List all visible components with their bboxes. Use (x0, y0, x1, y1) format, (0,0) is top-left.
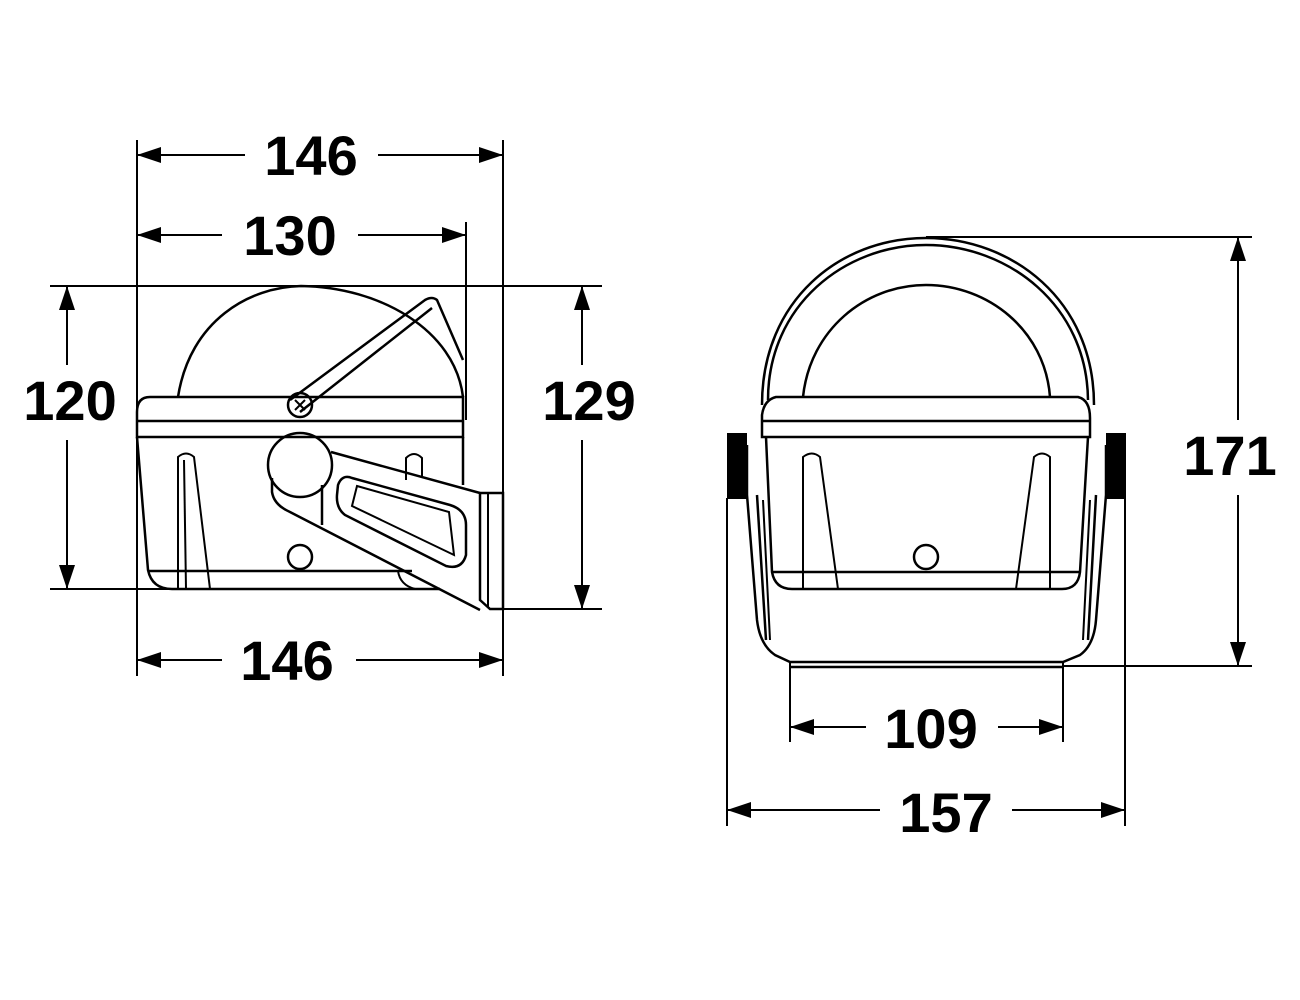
ball-joint (266, 431, 334, 499)
dimension-129: 129 (542, 286, 636, 609)
extension-lines (726, 236, 1252, 826)
dimension-label: 157 (899, 781, 992, 844)
dimension-146-bottom: 146 (137, 629, 503, 692)
dimension-171: 171 (1183, 237, 1277, 666)
dimension-label: 146 (240, 629, 333, 692)
screw-icon (286, 391, 314, 419)
dimension-label: 130 (243, 204, 336, 267)
dimension-120: 120 (23, 286, 117, 589)
dimension-label: 146 (264, 124, 357, 187)
dimension-label: 120 (23, 369, 116, 432)
dimension-109: 109 (790, 697, 1063, 760)
dimension-146-top: 146 (137, 124, 503, 187)
right-knob (1106, 433, 1126, 499)
front-view: 171 109 157 (726, 236, 1277, 844)
screw-hole (286, 543, 314, 571)
compass-side-body (135, 284, 505, 612)
dimension-130: 130 (137, 204, 466, 267)
dimension-label: 109 (884, 697, 977, 760)
screw-hole (912, 543, 940, 571)
compass-front-body (727, 236, 1126, 669)
dimension-157: 157 (727, 781, 1125, 844)
dimension-label: 129 (542, 369, 635, 432)
side-view: 146 130 120 129 146 (23, 124, 635, 692)
left-knob (727, 433, 747, 499)
dimension-label: 171 (1183, 424, 1276, 487)
